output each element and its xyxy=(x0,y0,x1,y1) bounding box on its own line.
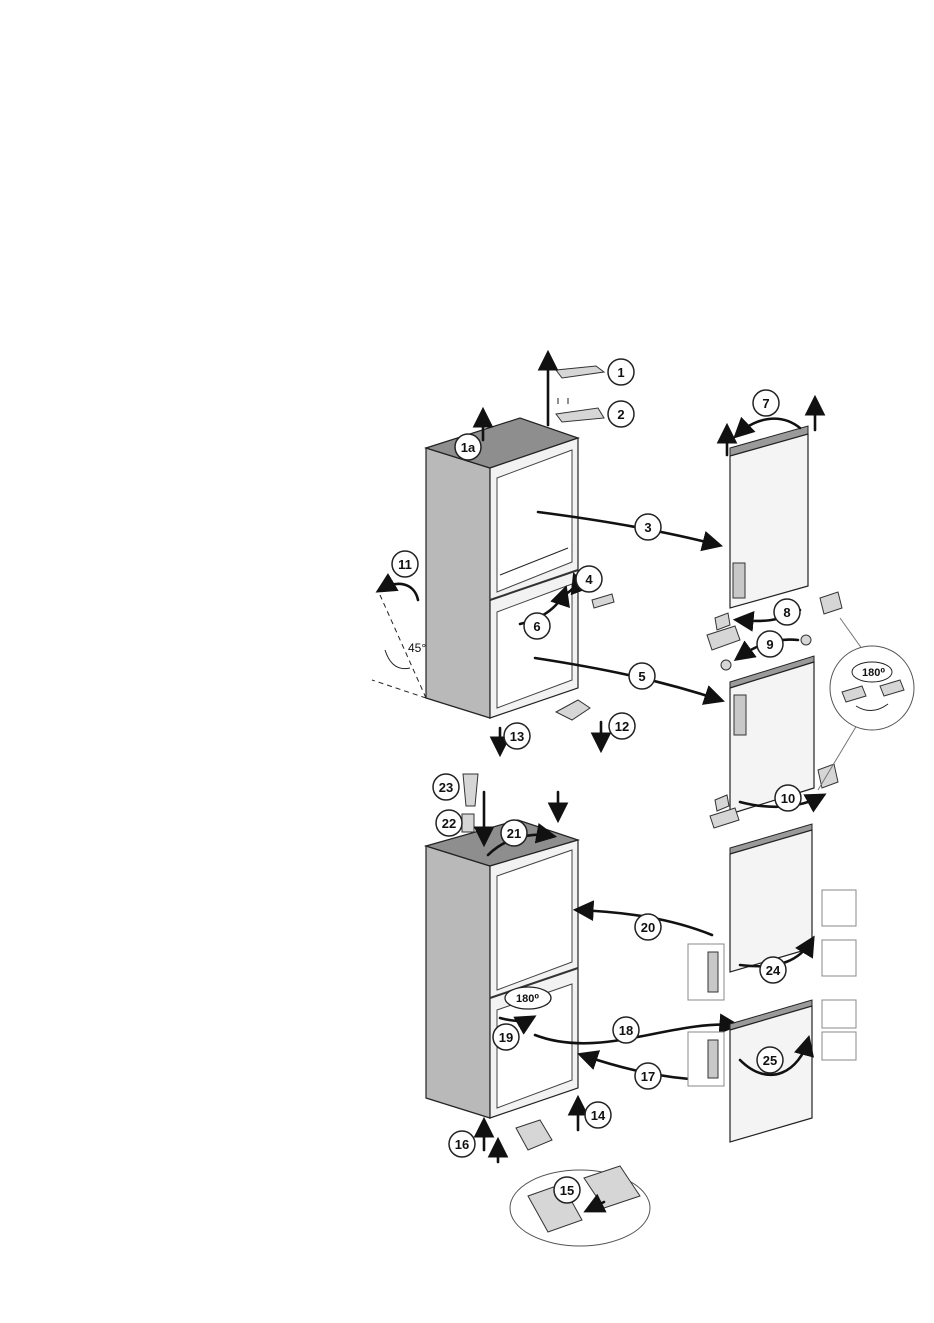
step-badge-24: 24 xyxy=(760,957,786,983)
door-stop-right xyxy=(801,635,811,645)
svg-text:13: 13 xyxy=(510,729,524,744)
svg-text:25: 25 xyxy=(763,1053,777,1068)
top-hinge-part xyxy=(556,398,604,422)
step-badge-15: 15 xyxy=(554,1177,580,1203)
svg-text:22: 22 xyxy=(442,816,456,831)
svg-text:20: 20 xyxy=(641,920,655,935)
cabinet-rotate-label: 180⁰ xyxy=(516,993,539,1005)
lower-hinge-pin xyxy=(516,1120,552,1150)
step-badge-3: 3 xyxy=(635,514,661,540)
step-badge-14: 14 xyxy=(585,1102,611,1128)
svg-text:3: 3 xyxy=(644,520,651,535)
step-badge-21: 21 xyxy=(501,820,527,846)
svg-text:12: 12 xyxy=(615,719,629,734)
step-badge-1: 1 xyxy=(608,359,634,385)
handle-detail-lower xyxy=(688,1032,724,1086)
svg-text:6: 6 xyxy=(533,619,540,634)
step-badge-7: 7 xyxy=(753,390,779,416)
svg-text:9: 9 xyxy=(766,637,773,652)
svg-text:24: 24 xyxy=(766,963,781,978)
step-badge-25: 25 xyxy=(757,1047,783,1073)
step-badge-9: 9 xyxy=(757,631,783,657)
cabinet-rotate-badge: 180⁰ xyxy=(505,987,551,1009)
upper-door-top-section xyxy=(730,426,808,608)
step-badge-5: 5 xyxy=(629,663,655,689)
step-badge-8: 8 xyxy=(774,599,800,625)
svg-text:2: 2 xyxy=(617,407,624,422)
step-badge-1a: 1a xyxy=(455,434,481,460)
lower-fridge-cabinet xyxy=(426,820,578,1118)
hinge-flip-label: 180⁰ xyxy=(862,667,885,679)
door-stop-left xyxy=(721,660,731,670)
svg-text:5: 5 xyxy=(638,669,645,684)
step-badge-16: 16 xyxy=(449,1131,475,1157)
door-hinge-lower xyxy=(710,808,739,828)
svg-text:15: 15 xyxy=(560,1183,574,1198)
upper-door-bottom-section xyxy=(730,656,814,814)
step-badge-13: 13 xyxy=(504,723,530,749)
arrow-step-11 xyxy=(380,584,418,600)
step-badge-19: 19 xyxy=(493,1024,519,1050)
step-badge-17: 17 xyxy=(635,1063,661,1089)
svg-text:23: 23 xyxy=(439,780,453,795)
svg-text:1a: 1a xyxy=(461,440,476,455)
upper-tilt-guide: 45° xyxy=(372,595,426,698)
lower-door-top-section xyxy=(730,824,812,972)
svg-text:1: 1 xyxy=(617,365,624,380)
tilt-angle-label: 45° xyxy=(408,641,426,655)
step-badge-12: 12 xyxy=(609,713,635,739)
step-badge-6: 6 xyxy=(524,613,550,639)
door-hinge-pin-upper xyxy=(715,613,730,630)
step-badge-20: 20 xyxy=(635,914,661,940)
bottom-hinge-part xyxy=(556,700,590,720)
top-hinge-cover-part xyxy=(556,366,604,378)
step-badge-23: 23 xyxy=(433,774,459,800)
svg-text:4: 4 xyxy=(585,572,593,587)
hinge-cap-tool xyxy=(462,774,478,832)
step-badge-10: 10 xyxy=(775,785,801,811)
svg-text:10: 10 xyxy=(781,791,795,806)
svg-text:14: 14 xyxy=(591,1108,606,1123)
upper-fridge-cabinet xyxy=(426,418,578,718)
svg-text:8: 8 xyxy=(783,605,790,620)
screw-cap-detail-upper xyxy=(822,890,856,976)
svg-text:11: 11 xyxy=(398,557,412,572)
door-hinge-pin-lower xyxy=(715,795,729,811)
svg-text:16: 16 xyxy=(455,1137,469,1152)
svg-text:17: 17 xyxy=(641,1069,655,1084)
door-hinge-upper xyxy=(707,626,740,650)
step-badge-18: 18 xyxy=(613,1017,639,1043)
svg-text:7: 7 xyxy=(762,396,769,411)
step-badge-4: 4 xyxy=(576,566,602,592)
middle-hinge-part xyxy=(592,594,614,608)
svg-text:21: 21 xyxy=(507,826,521,841)
door-hinge-right-upper xyxy=(820,592,842,614)
svg-text:19: 19 xyxy=(499,1030,513,1045)
step-badge-22: 22 xyxy=(436,810,462,836)
step-badge-2: 2 xyxy=(608,401,634,427)
screw-cap-detail-lower xyxy=(822,1000,856,1060)
svg-text:18: 18 xyxy=(619,1023,633,1038)
step-badge-11: 11 xyxy=(392,551,418,577)
foot-hinge-detail xyxy=(510,1166,650,1246)
handle-detail-upper xyxy=(688,944,724,1000)
